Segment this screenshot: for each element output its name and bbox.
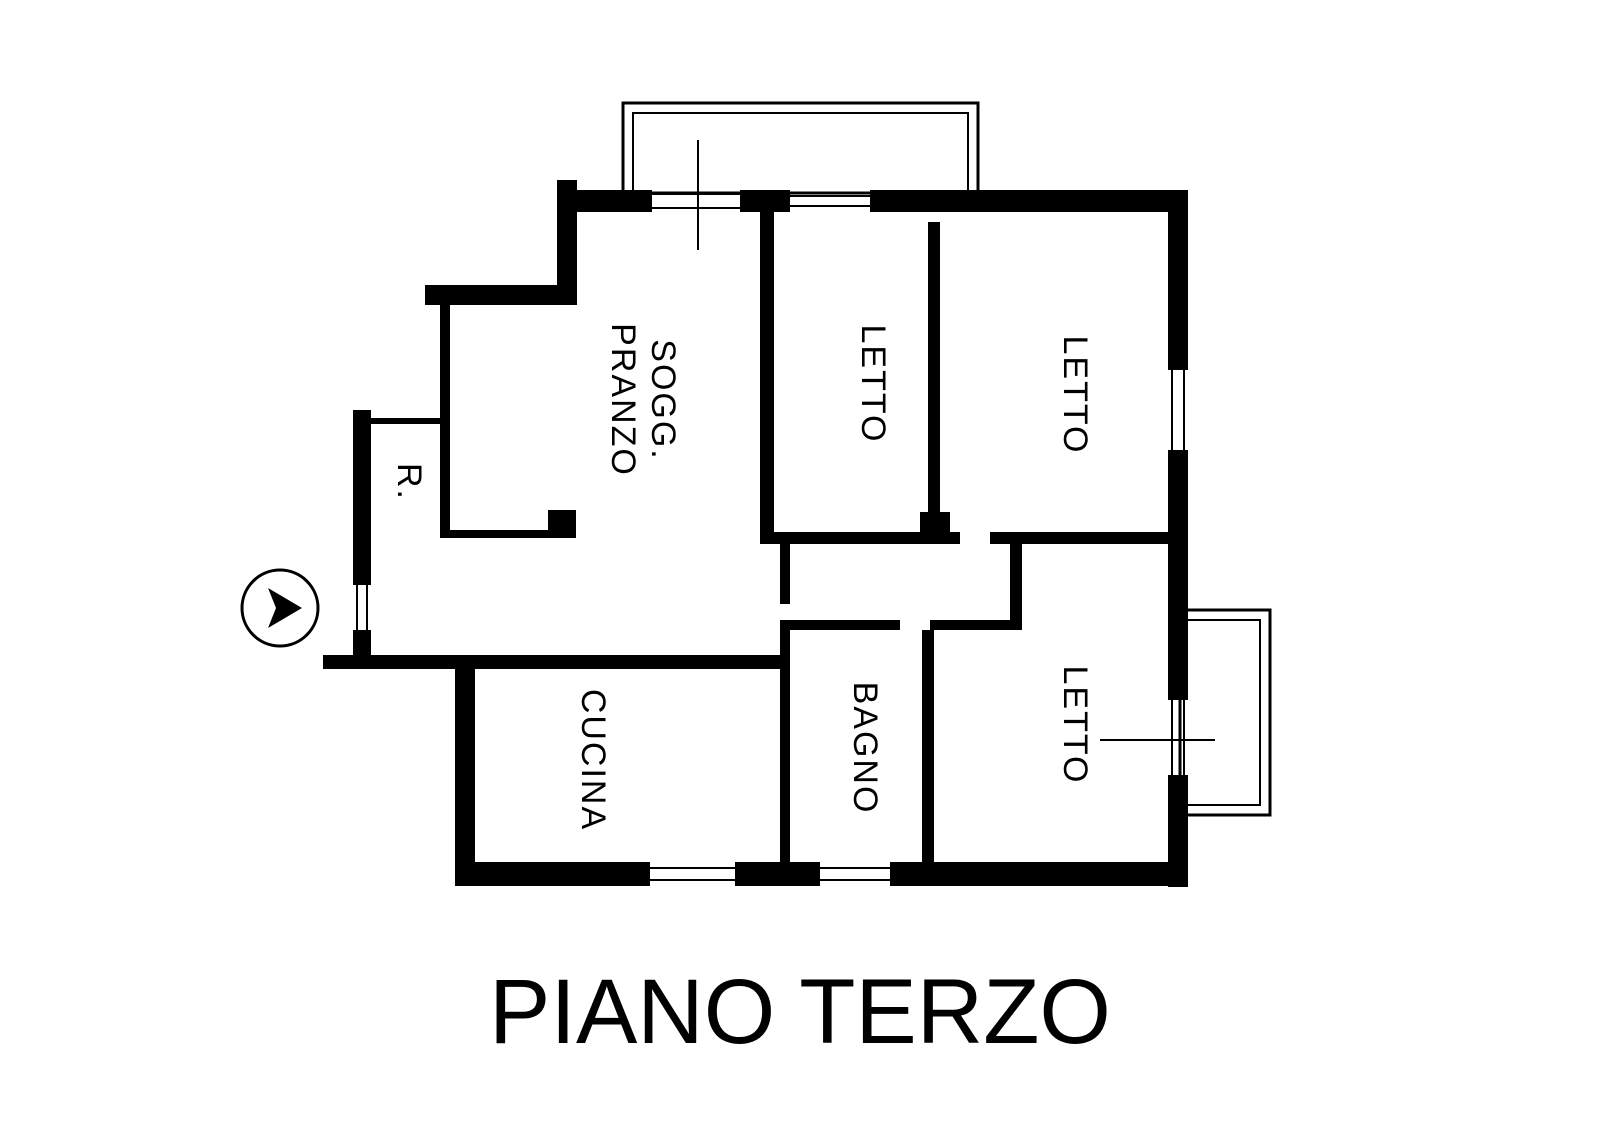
- room-label-bathroom: BAGNO: [846, 682, 884, 815]
- exterior-walls: [323, 180, 1188, 887]
- floor-title: PIANO TERZO: [489, 961, 1111, 1063]
- balcony-top: [621, 101, 980, 195]
- balcony-right: [1178, 608, 1272, 817]
- windows: [356, 140, 1215, 881]
- room-label-bedroom-2: LETTO: [1056, 336, 1094, 455]
- room-label-kitchen: CUCINA: [574, 689, 612, 831]
- room-label-bedroom-3: LETTO: [1056, 666, 1094, 785]
- entrance-arrow-icon: [240, 568, 320, 648]
- room-label-living-line2: SOGG.: [644, 339, 682, 460]
- room-label-living-line1: PRANZO: [604, 323, 642, 477]
- interior-walls: [370, 212, 1180, 865]
- room-label-closet: R.: [390, 463, 428, 501]
- room-label-bedroom-1: LETTO: [854, 325, 892, 444]
